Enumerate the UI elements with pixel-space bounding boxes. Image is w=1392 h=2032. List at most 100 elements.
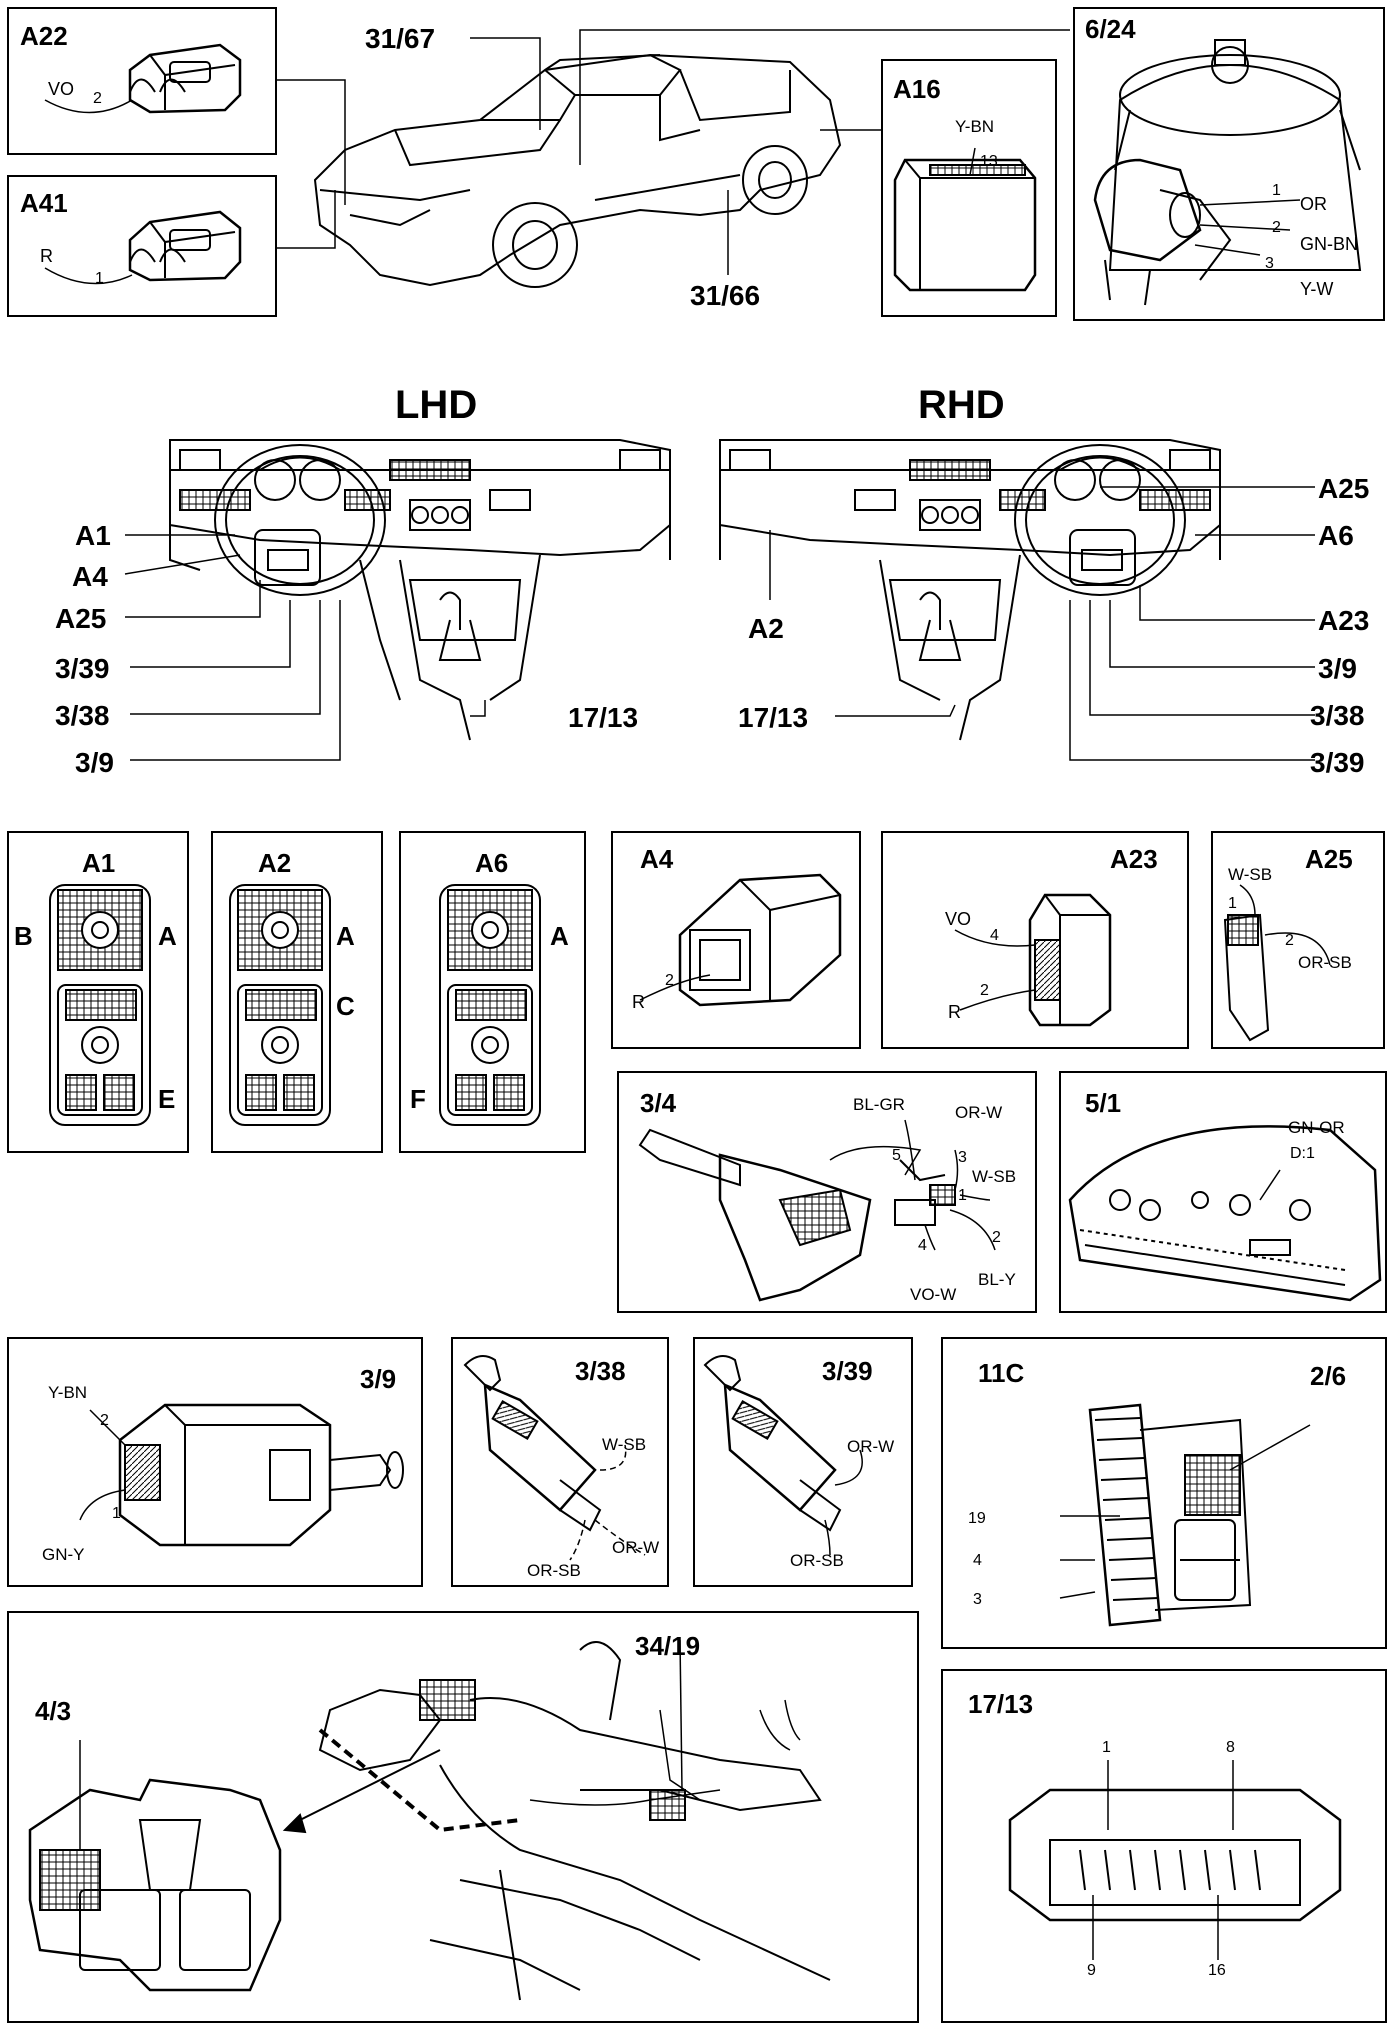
c34-p2: 2: [992, 1229, 1001, 1246]
c34-p4: 4: [918, 1237, 927, 1254]
a22-pin: 2: [93, 90, 102, 107]
a22-wire: VO: [48, 79, 74, 99]
a25-title: A25: [1305, 844, 1353, 874]
lhd-3-9: 3/9: [75, 747, 114, 778]
a2-title: A2: [258, 848, 291, 878]
rhd-dashboard: [719, 439, 1221, 741]
connector-6-24-illustration: [1093, 39, 1362, 306]
a41-title: A41: [20, 188, 68, 218]
c338-title: 3/38: [575, 1356, 626, 1386]
a2-c: C: [336, 991, 355, 1021]
connector-11c-illustration: [1059, 1403, 1311, 1627]
a25-w2: OR-SB: [1298, 953, 1352, 972]
a25-w1: W-SB: [1228, 865, 1272, 884]
a2-connector-block: [229, 884, 331, 1126]
c339-w2: OR-SB: [790, 1551, 844, 1570]
c1713-p8: 8: [1226, 1739, 1235, 1756]
lhd-a4: A4: [72, 561, 108, 592]
a23-w2: R: [948, 1002, 961, 1022]
c34-p3: 3: [958, 1149, 967, 1166]
lhd-3-38: 3/38: [55, 700, 110, 731]
c34-w4: VO-W: [910, 1285, 956, 1304]
a22-title: A22: [20, 21, 68, 51]
a6-connector-block: [439, 884, 541, 1126]
panel-a16: [881, 59, 1057, 317]
c51-wire: GN-OR: [1288, 1118, 1345, 1137]
a23-w1: VO: [945, 909, 971, 929]
rhd-a23: A23: [1318, 605, 1369, 636]
a6-f: F: [410, 1084, 426, 1114]
c34-p5: 5: [892, 1147, 901, 1164]
a16-wire: Y-BN: [955, 117, 994, 136]
a4-connector: [639, 873, 842, 1007]
a22-connector: [44, 43, 242, 114]
switch-3-38-illustration: [463, 1355, 646, 1561]
c39-w2: Y-BN: [48, 1383, 87, 1402]
panel-a41: [7, 175, 277, 317]
c34-w3: OR-W: [955, 1103, 1002, 1122]
rhd-3-38: 3/38: [1310, 700, 1365, 731]
a41-wire: R: [40, 246, 53, 266]
a41-pin: 1: [95, 270, 104, 287]
rhd-a6: A6: [1318, 520, 1354, 551]
c34-p1: 1: [958, 1187, 967, 1204]
a4-wire: R: [632, 992, 645, 1012]
lhd-dashboard: [169, 439, 671, 741]
c11c-t2: 2/6: [1310, 1361, 1346, 1391]
rhd-3-9: 3/9: [1318, 653, 1357, 684]
a4-pin: 2: [665, 972, 674, 989]
lhd-a1: A1: [75, 520, 111, 551]
a25-connector: [1223, 884, 1331, 1042]
rhd-3-39: 3/39: [1310, 747, 1365, 778]
panel-6-24: [1073, 7, 1385, 321]
rhd-a25: A25: [1318, 473, 1369, 504]
c1713-p16: 16: [1208, 1962, 1226, 1979]
c1713-title: 17/13: [968, 1689, 1033, 1719]
c34-w2: BL-Y: [978, 1270, 1016, 1289]
c624-p1: 1: [1272, 182, 1281, 199]
c39-title: 3/9: [360, 1364, 396, 1394]
c34-w5: BL-GR: [853, 1095, 905, 1114]
c338-w3: OR-W: [612, 1538, 659, 1557]
c34-w1: W-SB: [972, 1167, 1016, 1186]
c624-w1: OR: [1300, 194, 1327, 214]
a16-connector: [893, 147, 1037, 292]
c11c-p3: 3: [973, 1591, 982, 1608]
c34-title: 3/4: [640, 1088, 677, 1118]
c39-p2: 2: [100, 1412, 109, 1429]
a25-p2: 2: [1285, 932, 1294, 949]
a23-connector: [954, 893, 1112, 1027]
lhd-title: LHD: [395, 383, 477, 427]
label-31-66: 31/66: [690, 280, 760, 311]
c339-title: 3/39: [822, 1356, 873, 1386]
lhd-3-39: 3/39: [55, 653, 110, 684]
c339-w1: OR-W: [847, 1437, 894, 1456]
lhd-17-13: 17/13: [568, 702, 638, 733]
c1713-p1: 1: [1102, 1739, 1111, 1756]
c43-t2: 34/19: [635, 1631, 700, 1661]
c11c-p19: 19: [968, 1510, 986, 1527]
a16-title: A16: [893, 74, 941, 104]
lhd-a25: A25: [55, 603, 106, 634]
a1-connector-block: [49, 884, 151, 1126]
c624-title: 6/24: [1085, 14, 1136, 44]
c39-w1: GN-Y: [42, 1545, 85, 1564]
rhd-a2: A2: [748, 613, 784, 644]
a6-a: A: [550, 921, 569, 951]
c11c-title: 11C: [978, 1358, 1024, 1388]
c51-title: 5/1: [1085, 1088, 1121, 1118]
switch-3-9-illustration: [79, 1403, 404, 1547]
switch-3-4-illustration: [638, 1119, 996, 1302]
a23-p1: 4: [990, 927, 999, 944]
c11c-p4: 4: [973, 1552, 982, 1569]
panel-a22: [7, 7, 277, 155]
rhd-title: RHD: [918, 383, 1005, 427]
c624-p2: 2: [1272, 219, 1281, 236]
a1-title: A1: [82, 848, 115, 878]
c624-p3: 3: [1265, 255, 1274, 272]
a1-a: A: [158, 921, 177, 951]
c624-w2: GN-BN: [1300, 234, 1358, 254]
switch-3-39-illustration: [703, 1355, 863, 1556]
